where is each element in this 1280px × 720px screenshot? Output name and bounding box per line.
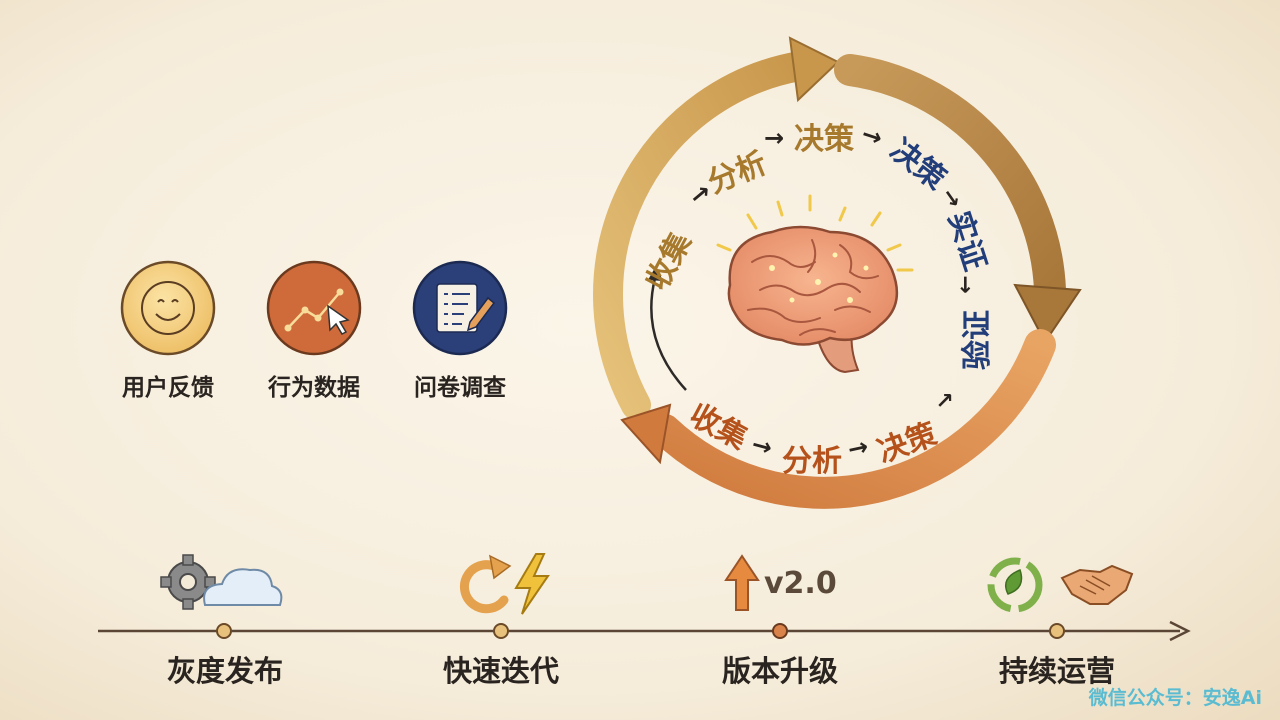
upgrade-arrow-icon [724,554,760,611]
loop-arrow-glyph: → [764,124,785,152]
inner-step-analyze: 分析 [782,444,842,479]
input-label-survey: 问卷调查 [414,375,506,401]
smiley-face-icon [120,260,216,356]
input-label-user-feedback: 用户反馈 [122,375,214,401]
cycle-arc-right [834,54,1066,306]
cycle-arc-left [593,51,815,420]
outer-cycle-arrows [593,36,1082,509]
loop-arrow-glyph: → [952,275,978,294]
stage-label-version-upgrade: 版本升级 [721,654,838,688]
timeline-axis [98,620,1191,642]
stage-label-gray-release: 灰度发布 [166,654,283,688]
loop-step-verify: 验证 [960,310,995,370]
watermark: 微信公众号：安逸Ai [1088,687,1262,709]
version-badge: v2.0 [764,566,837,601]
cycle-arrowhead-bottom [620,403,672,465]
inner-return-arrowhead [648,266,663,281]
recycle-handshake-icon [987,557,1134,613]
cycle-arrowhead-right [1013,283,1082,344]
timeline-dot [772,623,788,639]
survey-clipboard-icon [412,260,508,356]
loop-step-decide: 决策 [794,122,854,157]
timeline-dot [216,623,232,639]
cycle-arc-bottom [649,329,1056,509]
timeline-dot [1049,623,1065,639]
glow-rays [716,194,914,272]
inner-return-arrow [650,277,687,391]
refresh-lightning-icon [459,553,550,615]
cycle-arrowhead-top [788,36,840,103]
gear-cloud-icon [160,554,283,610]
brain-icon [716,194,914,374]
chart-cursor-icon [266,260,362,356]
stage-label-fast-iteration: 快速迭代 [442,654,559,688]
timeline-dot [493,623,509,639]
stage-label-continuous-ops: 持续运营 [998,654,1115,688]
input-label-behavior-data: 行为数据 [268,375,360,401]
